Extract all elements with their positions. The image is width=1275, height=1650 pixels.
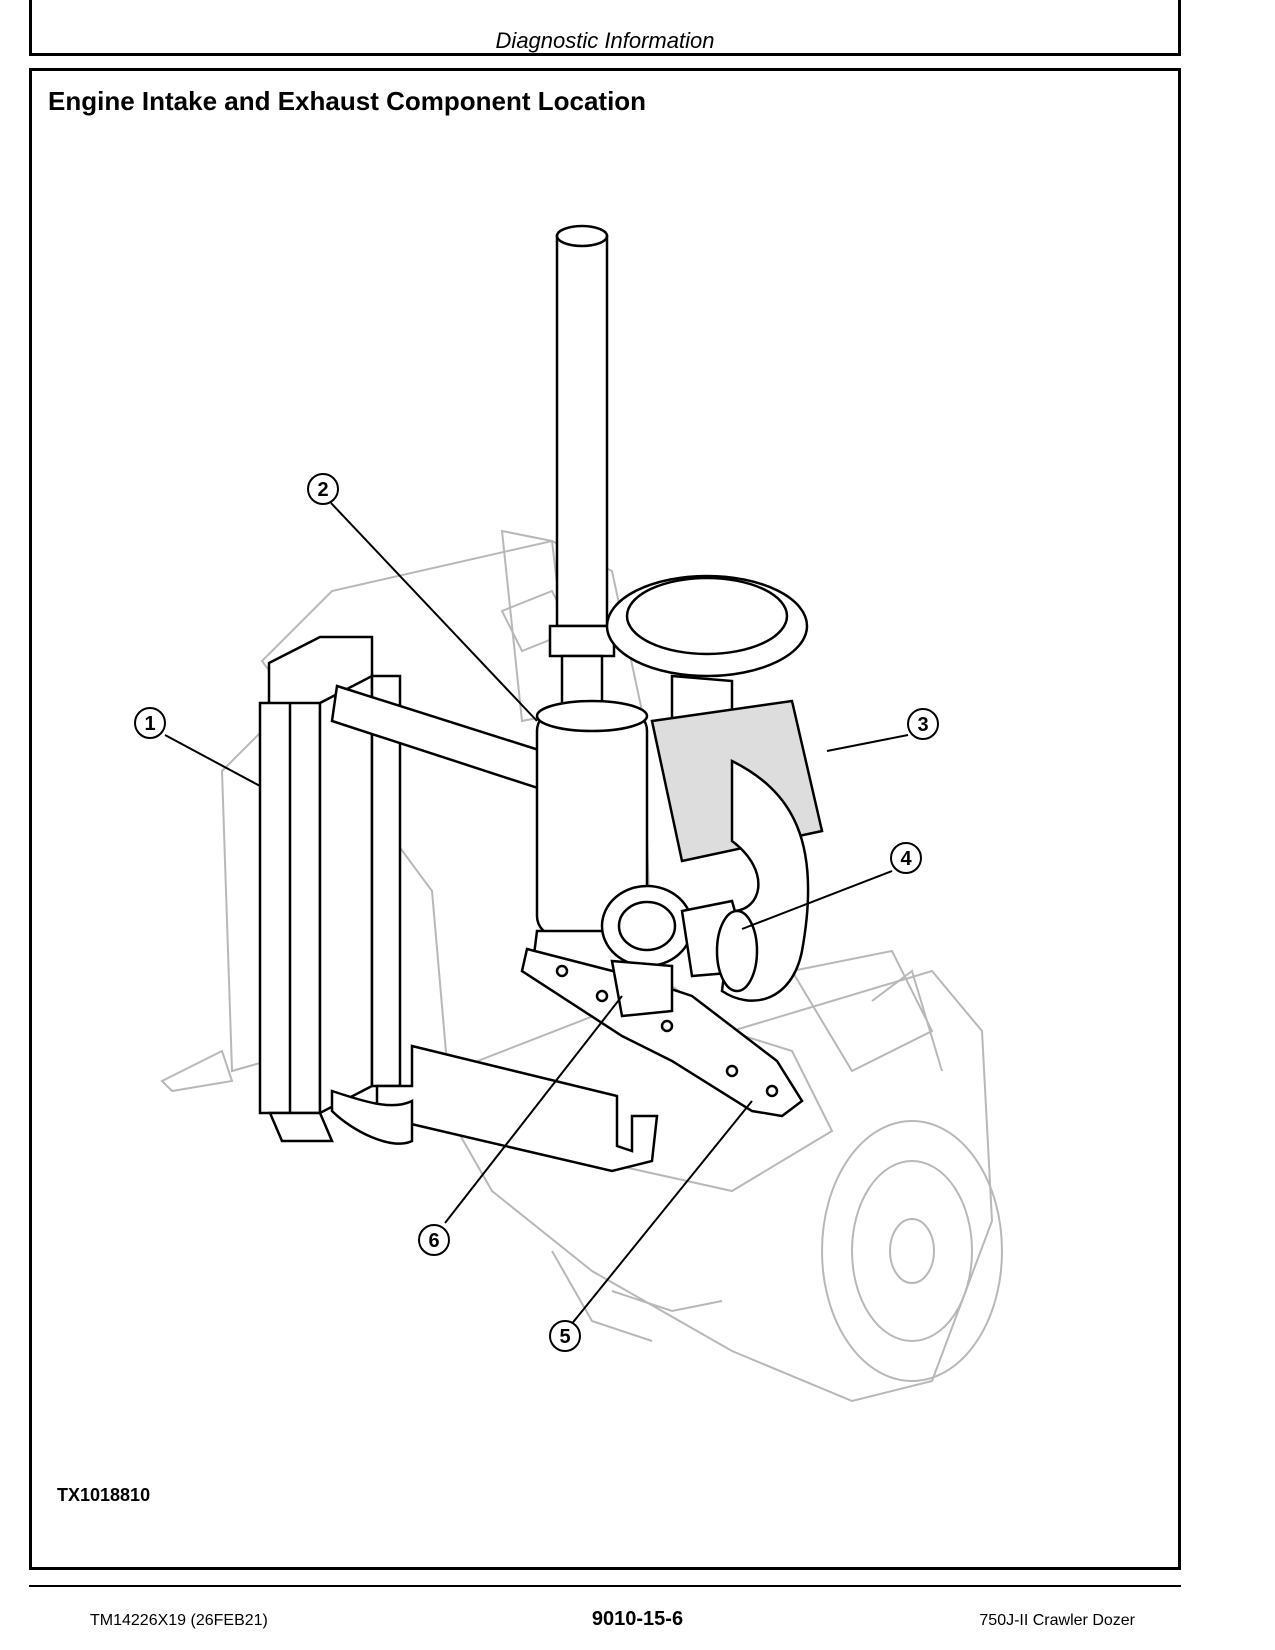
turbocharger [600,884,759,993]
exhaust-manifold [520,947,804,1118]
callout-4: 4 [890,842,922,874]
footer-page-number: 9010-15-6 [591,1608,684,1630]
footer-manual-id: TM14226X19 (26FEB21) [90,1612,268,1629]
air-cleaner [605,574,824,1002]
running-header: Diagnostic Information [495,28,715,53]
svg-text:5: 5 [559,1326,570,1348]
charge-air-pipe-lower [330,1044,659,1173]
section-title: Engine Intake and Exhaust Component Loca… [48,86,647,116]
callout-2: 2 [307,473,339,505]
svg-text:2: 2 [317,479,328,501]
callout-1: 1 [134,707,166,739]
callout-3: 3 [907,708,939,740]
exhaust-stack [548,224,616,718]
svg-text:6: 6 [428,1230,439,1252]
charge-air-cooler [258,635,402,1143]
footer-rule [29,1585,1181,1587]
content-frame: Engine Intake and Exhaust Component Loca… [29,68,1181,1570]
header-frame: Diagnostic Information [29,0,1181,56]
svg-text:1: 1 [144,713,155,735]
engine-intake-exhaust-illustration: 1 2 3 4 5 6 [134,224,1003,1403]
figure-id: TX1018810 [57,1485,151,1505]
callout-6: 6 [418,1224,450,1256]
svg-text:4: 4 [900,848,912,870]
callout-5: 5 [549,1320,581,1352]
footer-machine-name: 750J-II Crawler Dozer [979,1612,1135,1629]
callout-leaders [164,502,909,1332]
svg-text:3: 3 [917,714,928,736]
